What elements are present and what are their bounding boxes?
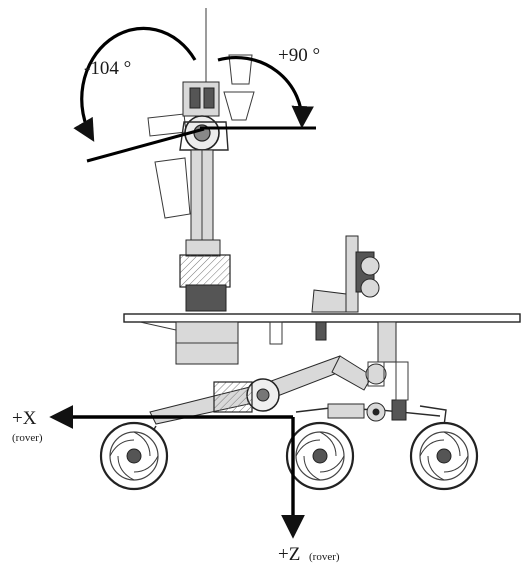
pointing-line-tilted	[86, 127, 205, 163]
deck-strut-left	[139, 321, 177, 331]
arc-positive-90	[217, 55, 314, 129]
ghost-camera-left	[154, 157, 191, 219]
mast-assembly	[86, 8, 316, 312]
wheel-front-hub	[126, 448, 142, 464]
shoulder-joint	[365, 363, 387, 385]
left-angle-label: -104 °	[84, 58, 131, 79]
rotation-arcs	[73, 26, 314, 142]
robotic-arm	[149, 355, 387, 425]
gimbal-wheel-upper	[360, 256, 380, 276]
drive-motor-mid	[391, 399, 407, 421]
arm-shoulder	[331, 355, 373, 391]
mast-collar	[185, 239, 221, 257]
camera-lens-left	[189, 87, 201, 109]
deck-sensor	[315, 321, 327, 341]
right-angle-label: +90 °	[278, 45, 320, 66]
z-axis-sub-label: (rover)	[309, 551, 340, 563]
wheel-rear-spokes	[419, 431, 469, 481]
deck-bracket-right	[377, 321, 397, 363]
rear-fork	[419, 405, 447, 427]
shoulder-frame	[367, 361, 385, 387]
arc-negative-104	[73, 26, 197, 142]
ghost-camera-tilted	[147, 113, 187, 137]
deck-plate	[123, 313, 521, 323]
wheel-middle-spokes	[295, 431, 345, 481]
wheel-front-spokes	[109, 431, 159, 481]
z-axis-label: +Z	[278, 544, 300, 565]
mast-deploy-actuator	[179, 254, 231, 288]
rocker-strut	[395, 361, 409, 401]
wheel-middle-hub	[312, 448, 328, 464]
wheel-rear-hub	[436, 448, 452, 464]
x-axis-sub-label: (rover)	[12, 432, 43, 444]
bogie-housing	[327, 403, 365, 419]
x-axis-label: +X	[12, 408, 37, 429]
ghost-camera-lower	[223, 91, 255, 121]
head-bracket	[179, 121, 229, 151]
wheel-front	[99, 421, 169, 491]
ghost-camera-upper	[228, 54, 253, 85]
rocker-bogie	[149, 361, 447, 437]
rover-deck	[123, 313, 521, 365]
arm-turret	[213, 381, 253, 413]
instrument-mast-right	[311, 235, 380, 313]
wheel-middle	[285, 421, 355, 491]
mast-base-motor	[185, 284, 227, 312]
gimbal-wheel-lower	[360, 278, 380, 298]
pivot-pin	[372, 408, 380, 416]
rover-axes	[49, 405, 305, 539]
antenna-base	[311, 289, 347, 313]
elbow-hub	[256, 388, 270, 402]
wheel-rear	[409, 421, 479, 491]
deck-mount	[269, 321, 283, 345]
camera-lens-right	[203, 87, 215, 109]
